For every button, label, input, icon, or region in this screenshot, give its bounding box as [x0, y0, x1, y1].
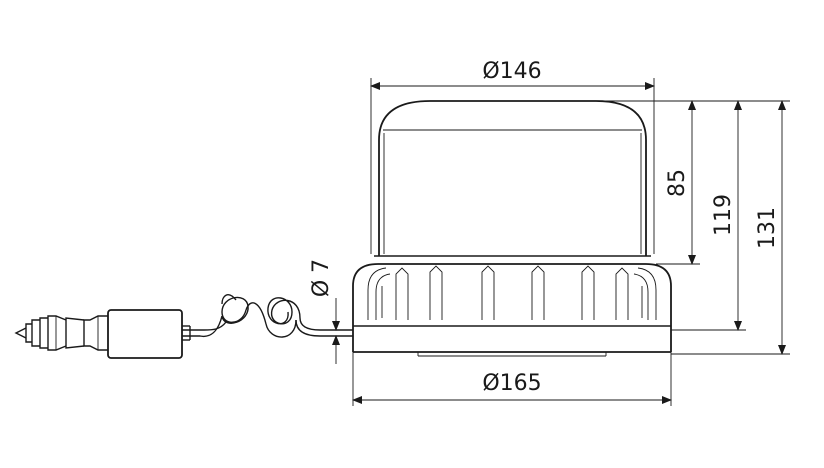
dimension-top-diameter: Ø146 [370, 59, 655, 254]
base-ribs [367, 265, 657, 320]
coiled-cable [182, 294, 353, 338]
plug [14, 309, 191, 359]
total-height-label: 131 [755, 207, 780, 249]
base-diameter-label: Ø165 [482, 371, 541, 396]
beacon-base [352, 263, 672, 357]
beacon-dome [374, 100, 651, 257]
dimension-total-height: 131 [671, 100, 790, 355]
dimension-body-height: 119 [671, 100, 746, 331]
dimension-dome-height: 85 [600, 100, 700, 265]
dimension-base-diameter: Ø165 [352, 352, 672, 406]
body-height-label: 119 [711, 194, 736, 236]
dimension-cable-diameter: Ø 7 [309, 259, 353, 364]
dome-height-label: 85 [665, 169, 690, 197]
cable-diameter-label: Ø 7 [309, 259, 334, 297]
top-diameter-label: Ø146 [482, 59, 541, 84]
